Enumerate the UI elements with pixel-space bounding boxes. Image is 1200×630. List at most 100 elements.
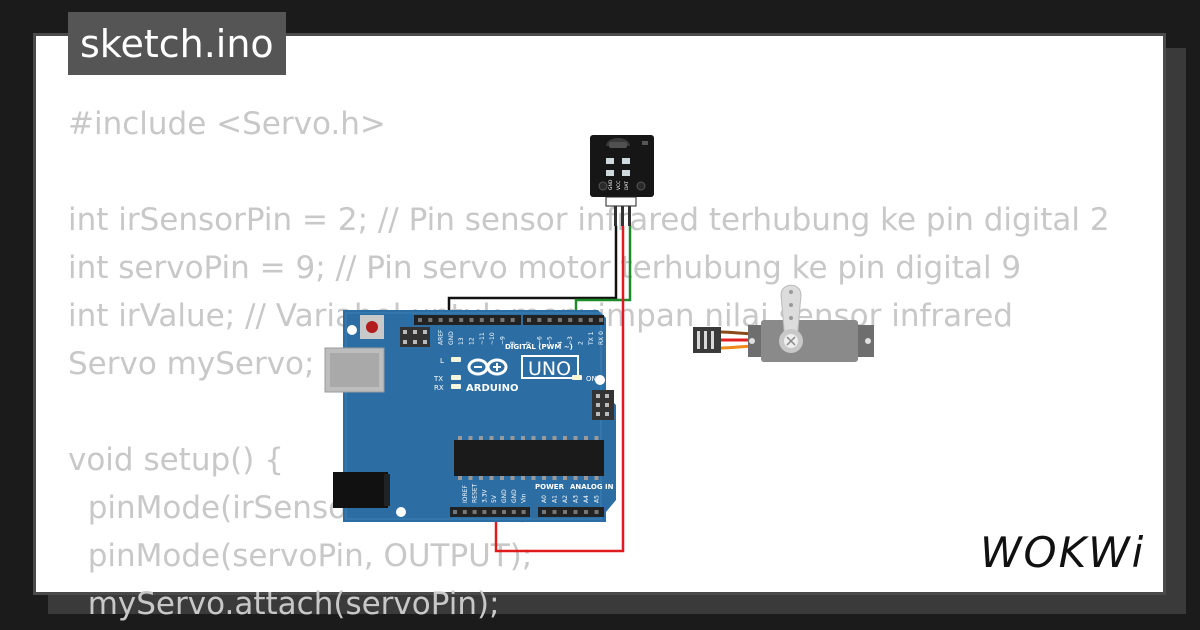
servo-motor[interactable] [693,284,874,362]
code-line: int irSensorPin = 2; // Pin sensor infra… [68,202,1110,238]
header-pin[interactable] [438,318,443,322]
pin-label: RESET [472,483,479,503]
header-pin[interactable] [527,318,531,322]
header-pin[interactable] [542,510,546,514]
chip-pin [479,436,483,440]
pin-label: A0 [541,495,548,503]
chip-pin [500,436,504,440]
header-pin[interactable] [492,510,497,514]
header-pin[interactable] [521,510,526,514]
header-pin[interactable] [578,318,583,322]
code-line: myServo.attach(servoPin); [68,586,500,622]
header-pin[interactable] [500,318,505,322]
header-pin[interactable] [599,318,604,322]
code-line: #include <Servo.h> [68,106,386,142]
header-pin[interactable] [462,510,467,514]
header-pin[interactable] [472,510,477,514]
pin-label: IOREF [462,485,469,503]
header-pin[interactable] [573,510,578,514]
chip-pin [510,436,515,440]
chip-pin [542,436,546,440]
header-pin[interactable] [588,318,593,322]
arduino-logo [467,358,508,376]
wokwi-logo-text: WOKWi [980,528,1145,577]
header-pin[interactable] [418,318,422,322]
chip-pin [584,436,588,440]
chip-pin [468,436,473,440]
header-pin[interactable] [502,510,506,514]
chip-pin [489,436,494,440]
pin-label: GND [501,489,508,503]
pin-label: A2 [562,495,569,503]
pin-label: 13 [458,337,465,345]
header-pin[interactable] [469,318,474,322]
chip-pin [479,476,483,480]
header-pin[interactable] [552,510,557,514]
wire-gnd [447,226,618,318]
led-rx-label: RX [434,384,444,392]
chip-pin [500,476,504,480]
header-pin[interactable] [482,510,487,514]
header-pin[interactable] [490,318,495,322]
pin-label: RX 0 [598,331,605,345]
chip-pin [594,476,599,480]
pin-label: ~9 [499,336,506,345]
reset-button[interactable] [360,315,384,339]
pin-label: AREF [438,329,445,345]
code-line: pinMode(servoPin, OUTPUT); [68,538,533,574]
pin-label: A4 [583,495,590,503]
pin-label: 7 [526,341,533,345]
file-tab-label: sketch.ino [80,21,274,66]
pin-label: 3.3V [481,488,488,503]
pin-label: Vin [521,493,528,503]
pin-label: A1 [552,495,559,503]
header-pin[interactable] [511,510,516,514]
chip-pin [552,436,557,440]
led-tx-label: TX [433,375,443,383]
power-label: POWER [535,483,565,491]
ir-sensor[interactable]: GND VCC DAT [590,135,654,226]
chip-pin [521,476,525,480]
pin-label: A3 [573,495,580,503]
analog-label: ANALOG IN [570,483,614,491]
header-pin[interactable] [510,318,515,322]
header-pin[interactable] [448,318,453,322]
header-pin[interactable] [568,318,573,322]
header-pin[interactable] [453,510,457,514]
header-pin[interactable] [563,510,567,514]
board-brand: ARDUINO [466,383,518,394]
chip-pin [458,436,462,440]
ir-pin-label: VCC [616,181,622,190]
pin-label: ~6 [536,336,543,345]
header-pin[interactable] [594,510,599,514]
ir-pin-label: DAT [624,181,630,190]
pin-label: ~11 [479,332,486,345]
pin-label: GND [511,489,518,503]
header-pin[interactable] [547,318,552,322]
pin-label: ~3 [567,336,574,345]
chip-pin [521,436,525,440]
pin-label: 12 [469,337,476,345]
pin-label: 4 [557,341,564,345]
chip-pin [594,436,599,440]
ir-pin-label: GND [608,179,614,190]
header-pin[interactable] [557,318,562,322]
header-pin[interactable] [428,318,433,322]
chip-pin [531,476,536,480]
chip-pin [552,476,557,480]
code-line: int servoPin = 9; // Pin servo motor ter… [68,250,1022,286]
chip-pin [510,476,515,480]
header-pin[interactable] [584,510,588,514]
header-pin[interactable] [459,318,464,322]
file-tab[interactable]: sketch.ino [68,12,286,75]
led-l-label: L [440,357,444,365]
pin-label: ~5 [547,336,554,345]
wire-signal [574,226,632,318]
header-pin[interactable] [479,318,484,322]
chip-pin [489,476,494,480]
header-pin[interactable] [537,318,542,322]
wires [447,226,632,553]
chip-pin [584,476,588,480]
chip-pin [573,476,578,480]
